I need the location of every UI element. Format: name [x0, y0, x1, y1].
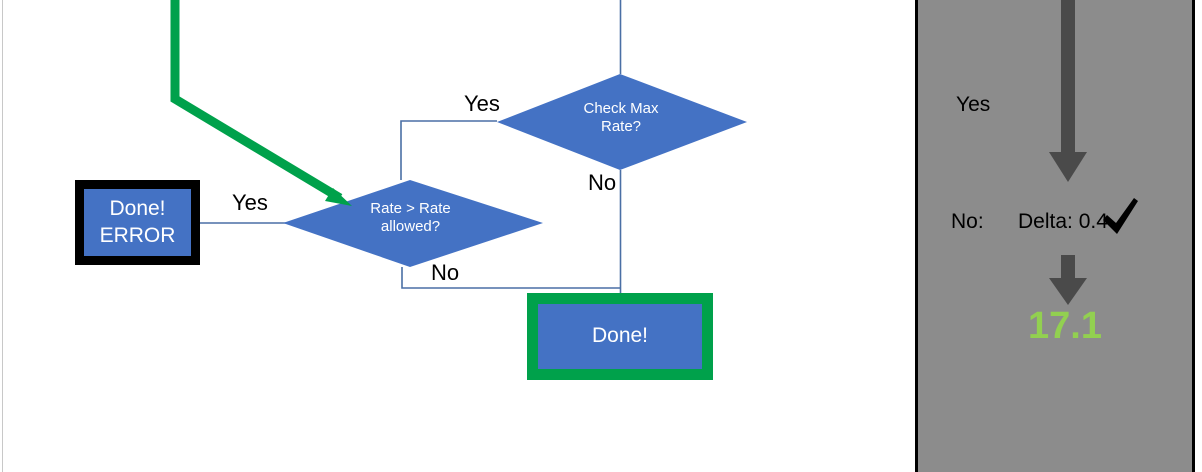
page-left-edge [2, 0, 3, 472]
edge-label-yes-check-max: Yes [464, 91, 500, 116]
panel-yes-label: Yes [956, 93, 991, 116]
diamond-check-max-rate[interactable] [497, 74, 747, 170]
connector-checkmax-yes [400, 120, 497, 180]
node-done[interactable]: Done! [527, 293, 713, 380]
panel-result-value: 17.1 [1028, 305, 1102, 347]
panel-delta-label: Delta: 0.4 [1018, 210, 1108, 233]
green-arrowhead-icon [325, 188, 352, 206]
green-highlight-path [170, 0, 343, 202]
panel-arrow-graphics [1049, 0, 1087, 305]
check-mark-icon [1103, 198, 1138, 234]
side-panel: Yes No: Delta: 0.4 17.1 [915, 0, 1195, 472]
edge-label-yes-rate-allowed: Yes [232, 190, 268, 215]
arrow-down-top-icon [1049, 0, 1087, 182]
edge-label-no-check-max: No [588, 170, 617, 195]
arrow-down-bottom-icon [1049, 255, 1087, 305]
node-done-error[interactable]: Done! ERROR [75, 180, 200, 265]
edge-label-no-rate-allowed: No [431, 260, 460, 285]
panel-no-label: No: [951, 210, 984, 233]
connector-rateallowed-no [401, 267, 621, 289]
flowchart-graphics [170, 0, 747, 293]
diamond-rate-gt-rate-allowed[interactable] [283, 180, 543, 267]
